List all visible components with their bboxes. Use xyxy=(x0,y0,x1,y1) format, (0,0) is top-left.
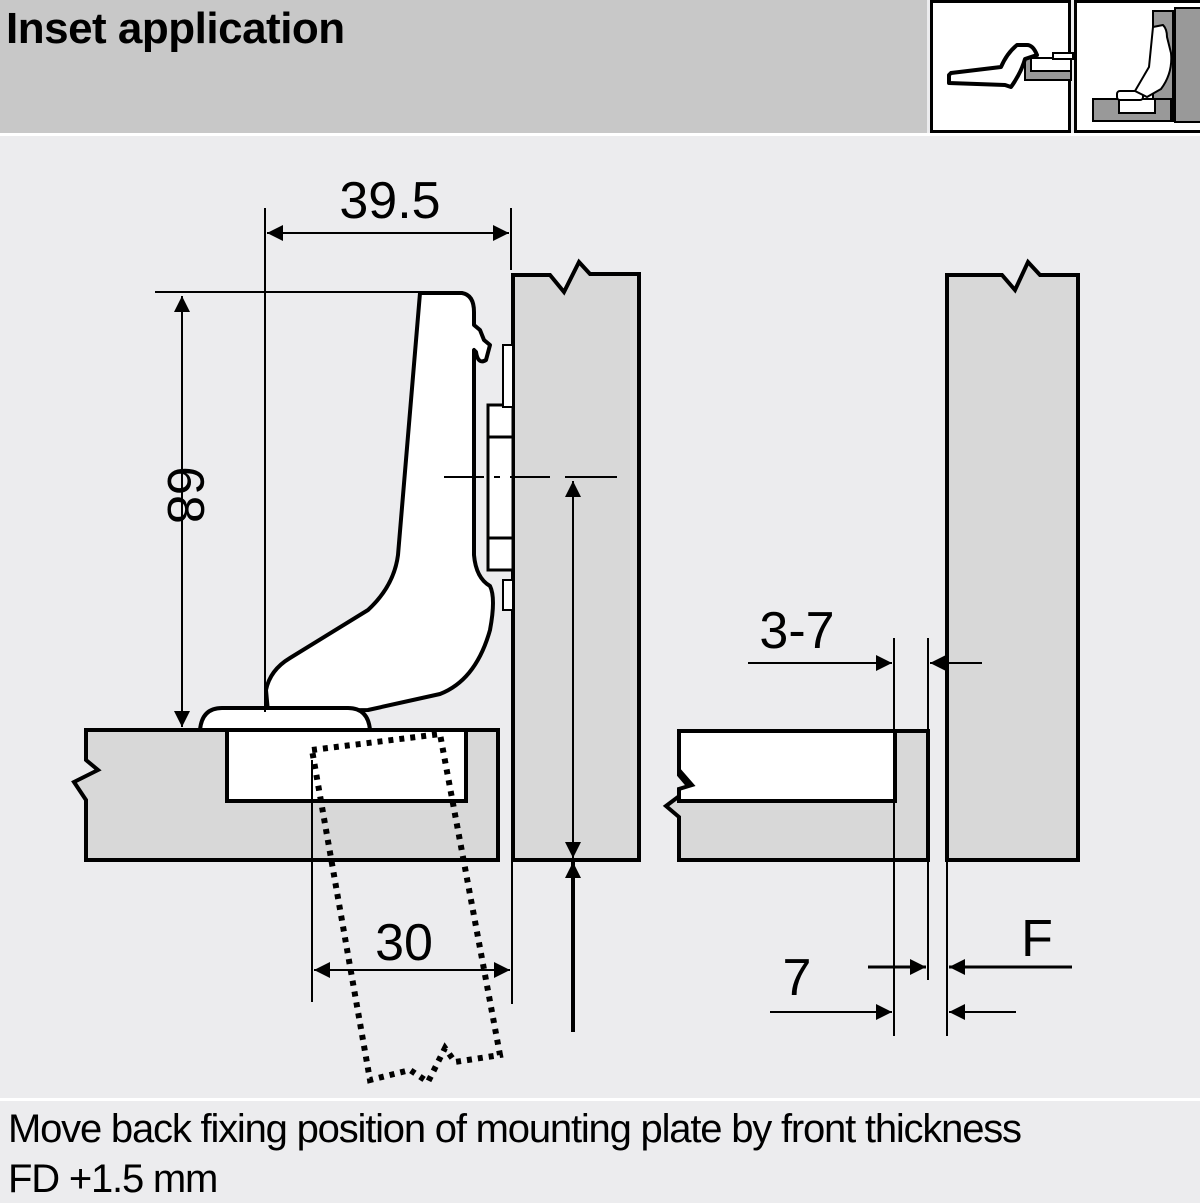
header-bar: Inset application xyxy=(0,0,927,133)
dim-cup-distance: 30 xyxy=(375,914,433,972)
header-divider xyxy=(0,133,1200,136)
hinge-cup xyxy=(486,403,515,572)
hinge-open-outline xyxy=(308,730,504,1087)
mounting-plate xyxy=(197,706,373,732)
mounting-plate-pocket xyxy=(225,728,468,803)
dim-hinge-width: 39.5 xyxy=(339,172,440,230)
dim-front-label: F xyxy=(1021,910,1053,968)
dim-gap-range: 3-7 xyxy=(759,602,834,660)
note-line-1: Move back fixing position of mounting pl… xyxy=(8,1107,1022,1151)
right-pocket xyxy=(677,729,897,803)
thumbnail-hinge-closed xyxy=(1074,0,1200,133)
dim-hinge-height: 68 xyxy=(156,466,214,524)
hinge-open-icon xyxy=(947,43,1074,89)
thumbnail-hinge-open xyxy=(930,0,1074,133)
footer-note: Move back fixing position of mounting pl… xyxy=(0,1098,1200,1203)
hinge-arm xyxy=(264,291,495,714)
right-door-panel xyxy=(945,258,1080,862)
hinge-closed-icon xyxy=(1092,7,1200,123)
door-panel xyxy=(511,258,641,862)
dim-overlay: 7 xyxy=(783,949,812,1007)
note-line-2: FD +1.5 mm xyxy=(8,1157,218,1201)
technical-drawing: 39.5 68 30 3-7 7 F xyxy=(71,172,1080,1087)
page-title: Inset application xyxy=(6,4,345,53)
